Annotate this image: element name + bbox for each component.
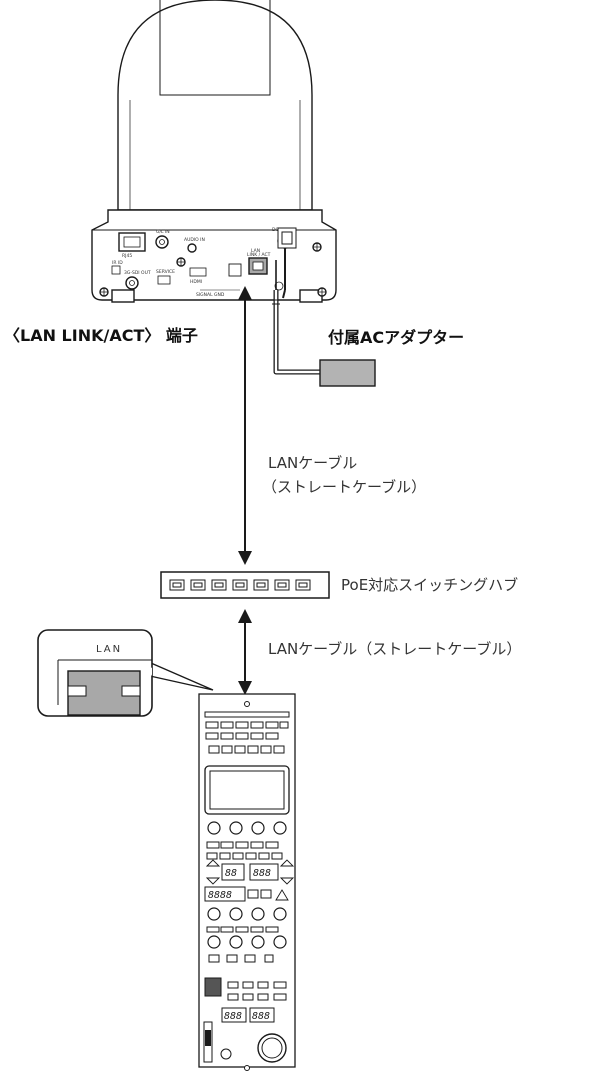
- switching-hub: [160, 571, 330, 599]
- lan-callout: LAN: [37, 629, 214, 717]
- cable-top-label-line1: LANケーブル: [268, 454, 358, 472]
- digits-3: 8888: [208, 890, 232, 901]
- label-hdmi: HDMI: [190, 279, 202, 285]
- label-signal-gnd: SIGNAL GND: [196, 292, 225, 298]
- service-port: [157, 275, 171, 285]
- label-lan: LAN: [251, 248, 260, 254]
- callout-lan-label: LAN: [96, 644, 122, 655]
- top-button-rows: [204, 711, 290, 754]
- ir-id-switch: [111, 265, 121, 275]
- switch-hub-label: PoE対応スイッチングハブ: [341, 576, 519, 594]
- camera-base: [91, 209, 337, 301]
- digit-display-5: [249, 1007, 275, 1023]
- digit-display-4: [221, 1007, 247, 1023]
- screw-icon: [99, 242, 327, 297]
- label-service: SERVICE: [156, 269, 175, 275]
- label-audio-in: AUDIO IN: [184, 237, 205, 243]
- digits-5: 888: [252, 1011, 270, 1022]
- ac-adapter-label: 付属ACアダプター: [328, 328, 465, 347]
- cable-bottom-label: LANケーブル（ストレートケーブル）: [268, 640, 522, 658]
- cable-top-label-line2: （ストレートケーブル）: [262, 478, 427, 496]
- dc-plug-icon: [277, 227, 297, 249]
- digit-display-2: [249, 863, 279, 881]
- hub-ports: [169, 579, 311, 591]
- label-link-act: LINK / ACT: [247, 252, 271, 258]
- knob-row-2: [207, 907, 287, 949]
- ac-adapter: [319, 359, 376, 387]
- camera-button: [228, 263, 242, 277]
- label-sdi-out: 3G-SDI OUT: [124, 270, 151, 276]
- lan-terminal-label: 〈LAN LINK/ACT〉 端子: [4, 326, 198, 345]
- controller-digits: 88 888 8888 888 888: [208, 868, 271, 1022]
- label-ir-id: IR ID: [112, 260, 123, 266]
- label-rj45: RJ45: [122, 253, 132, 259]
- digits-2: 888: [253, 868, 271, 879]
- digits-4: 888: [224, 1011, 242, 1022]
- label-gl-in: G/L IN: [156, 229, 170, 235]
- audio-in-jack: [187, 243, 197, 253]
- digits-1: 88: [225, 868, 237, 879]
- camera-foot: [111, 289, 135, 303]
- speaker-grille: [204, 977, 222, 997]
- digit-display-1: [221, 863, 245, 881]
- hdmi-port: [189, 267, 207, 277]
- ptz-camera: [91, 0, 337, 303]
- ac-adapter-cable: [272, 248, 320, 375]
- remote-controller: [198, 693, 296, 1071]
- knob-row: [207, 821, 287, 835]
- camera-dome: [117, 0, 313, 211]
- digit-display-3: [204, 886, 246, 902]
